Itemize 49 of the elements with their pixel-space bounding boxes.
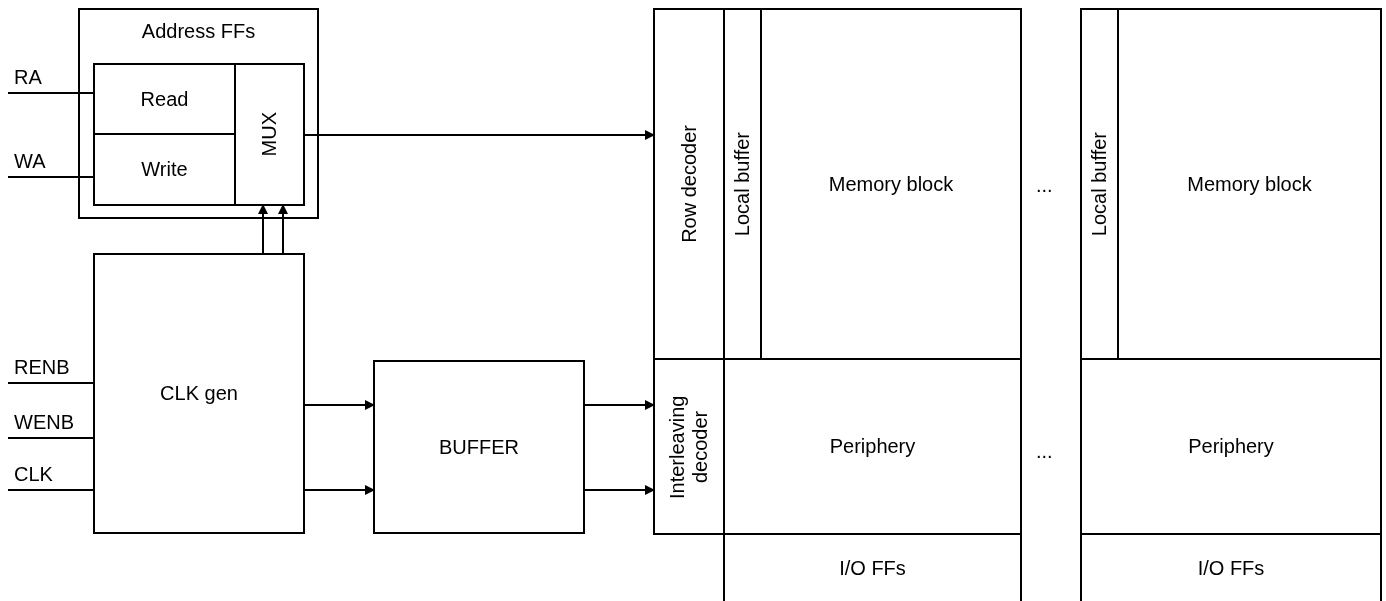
arrow bbox=[258, 204, 268, 255]
ellipsis-label: ... bbox=[1036, 441, 1053, 461]
block-box bbox=[653, 358, 725, 535]
block-label: CLK gen bbox=[160, 382, 238, 405]
block-label: Address FFs bbox=[141, 20, 256, 43]
block-label: Local buffer bbox=[731, 131, 754, 237]
block-label: BUFFER bbox=[439, 435, 519, 459]
block-box bbox=[653, 8, 725, 360]
arrow bbox=[278, 204, 288, 255]
arrow bbox=[303, 400, 375, 410]
block-label: Memory block bbox=[828, 172, 954, 196]
block-box bbox=[93, 63, 236, 135]
block-box bbox=[1080, 8, 1119, 360]
block-label: I/O FFs bbox=[839, 556, 906, 580]
block-label: I/O FFs bbox=[1197, 556, 1265, 580]
block-label: MUX bbox=[258, 112, 281, 157]
block-box bbox=[760, 8, 1022, 360]
block-label: Local buffer bbox=[1088, 131, 1111, 237]
block-label: Row decoder bbox=[677, 125, 701, 243]
signal-label: WENB bbox=[14, 412, 74, 432]
open-block bbox=[1080, 533, 1382, 601]
block-label: Interleaving decoder bbox=[666, 393, 712, 501]
block-box bbox=[1117, 8, 1382, 360]
signal-line bbox=[7, 382, 95, 384]
signal-label: RA bbox=[14, 67, 42, 87]
ellipsis-label: ... bbox=[1036, 175, 1053, 195]
block-label: Read bbox=[140, 87, 189, 111]
block-box bbox=[234, 63, 305, 206]
block-box bbox=[93, 133, 236, 206]
block-label: Periphery bbox=[829, 435, 916, 458]
signal-line bbox=[7, 489, 95, 491]
signal-label: WA bbox=[14, 151, 46, 171]
block-label: Periphery bbox=[1188, 435, 1274, 458]
signal-line bbox=[7, 437, 95, 439]
signal-line bbox=[7, 92, 95, 94]
block-box bbox=[78, 8, 319, 219]
block-box bbox=[93, 253, 305, 534]
arrow bbox=[583, 400, 655, 410]
open-block bbox=[723, 533, 1022, 601]
arrow bbox=[303, 485, 375, 495]
block-box bbox=[373, 360, 585, 534]
signal-label: RENB bbox=[14, 357, 70, 377]
signal-line bbox=[7, 176, 95, 178]
block-label: Memory block bbox=[1187, 172, 1312, 196]
block-label: Write bbox=[141, 158, 188, 181]
signal-label: CLK bbox=[14, 464, 53, 484]
arrow bbox=[583, 485, 655, 495]
block-box bbox=[1080, 358, 1382, 535]
arrow bbox=[303, 130, 655, 140]
